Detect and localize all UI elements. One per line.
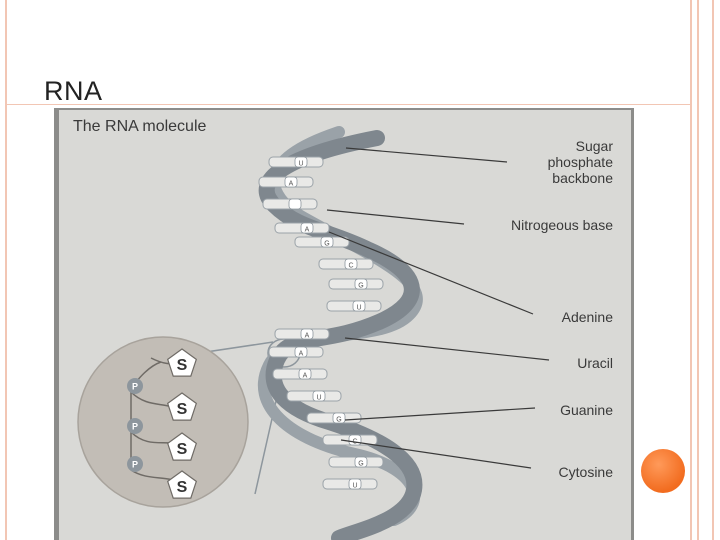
base-tag (298, 368, 312, 380)
sugar-pentagon (166, 470, 198, 499)
sugar-pentagon (166, 432, 198, 461)
base-tag (300, 328, 314, 340)
base-tag (294, 346, 308, 358)
slide-title: RNA (44, 76, 103, 106)
base-letter: G (336, 417, 341, 424)
inset-circle (77, 336, 249, 508)
base-tag (294, 156, 308, 168)
base-letter: U (356, 305, 361, 312)
phosphate-circle (127, 418, 143, 434)
phosphate-circle (127, 456, 143, 472)
sugar-letter: S (177, 441, 188, 458)
sugar-pentagon (166, 392, 198, 421)
accent-dot (641, 449, 685, 493)
base-tag (332, 412, 346, 424)
base-letter: G (358, 461, 363, 468)
leader-backbone (345, 147, 508, 163)
base-tag (312, 390, 326, 402)
base-letter: A (299, 351, 304, 358)
base-letter: U (298, 161, 303, 168)
title-rule (5, 104, 692, 105)
base-tag (344, 258, 358, 270)
leader-guanine (344, 407, 536, 421)
base-letter: U (352, 483, 357, 490)
leader-lines (326, 147, 550, 469)
label-uracil: Uracil (577, 355, 613, 371)
sugar-pentagon (166, 348, 198, 377)
leader-adenine (328, 231, 534, 315)
base-letter: A (303, 373, 308, 380)
base-tag (348, 478, 362, 490)
label-backbone-line-2: phosphate (547, 154, 613, 170)
base-letter: A (289, 181, 294, 188)
slide-frame-left (5, 0, 7, 540)
label-backbone-line-1: Sugar (575, 138, 613, 154)
base-letter: C (348, 263, 353, 270)
leader-nitrogenous-base (326, 209, 465, 225)
label-guanine: Guanine (560, 402, 613, 418)
base-tag (288, 198, 302, 210)
base-tag (320, 236, 334, 248)
sugar-letter: S (177, 357, 188, 374)
base-rungs: UAAGCGUAAAUGCGU (258, 156, 384, 490)
base-tag (300, 222, 314, 234)
phosphate-letter: P (132, 422, 138, 432)
base-tag (284, 176, 298, 188)
slide-frame-right (690, 0, 692, 540)
base-tag (354, 278, 368, 290)
diagram-title: The RNA molecule (73, 118, 207, 135)
leader-cytosine (340, 439, 532, 469)
rna-diagram: The RNA molecule UAAGCGUAAAUGCGU S (54, 108, 634, 540)
sugar-letter: S (177, 401, 188, 418)
base-letter: G (324, 241, 329, 248)
label-sugar-phosphate-backbone: Sugar phosphate backbone (473, 138, 613, 186)
base-letter: U (316, 395, 321, 402)
slide-frame-right-outer (712, 0, 714, 540)
base-tag (354, 456, 368, 468)
base-letter: G (358, 283, 363, 290)
phosphate-letter: P (132, 460, 138, 470)
phosphate-letter: P (132, 382, 138, 392)
label-backbone-line-3: backbone (552, 170, 613, 186)
label-cytosine: Cytosine (558, 464, 613, 480)
leader-uracil (344, 337, 550, 361)
slide-frame-right-inner (697, 0, 699, 540)
base-tag (352, 300, 366, 312)
sugar-letter: S (177, 479, 188, 496)
label-nitrogenous-base: Nitrogeous base (511, 217, 613, 233)
phosphate-circle (127, 378, 143, 394)
base-letter: A (305, 227, 310, 234)
base-letter: A (305, 333, 310, 340)
label-adenine: Adenine (561, 309, 613, 325)
